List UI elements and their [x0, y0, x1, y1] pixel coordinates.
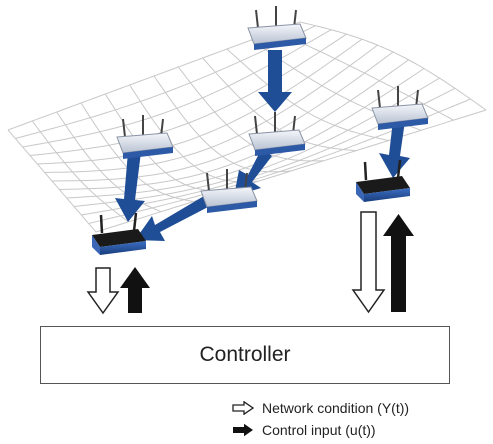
mesh-line: [299, 21, 487, 111]
feedback-arrows-right: [351, 211, 414, 314]
mesh-line: [59, 59, 409, 190]
routing-arrow: [379, 120, 410, 178]
routing-arrow: [258, 50, 292, 112]
mesh-line: [7, 21, 301, 131]
mesh-line: [226, 48, 389, 141]
router-left: [116, 115, 174, 159]
router-top: [247, 6, 307, 50]
routing-arrow: [234, 148, 272, 196]
hollow-arrow-icon: [232, 401, 254, 415]
routing-arrow: [135, 196, 210, 241]
mesh-line: [51, 51, 394, 182]
mesh-line: [29, 33, 347, 156]
control-input-arrow: [383, 214, 414, 312]
feedback-arrows-left: [86, 267, 150, 315]
network-condition-arrow: [351, 211, 386, 314]
mesh-line: [15, 25, 316, 139]
legend-label-network-condition: Network condition (Y(t)): [262, 400, 410, 416]
base-station-right: [356, 159, 410, 202]
legend-label-control-input: Control input (u(t)): [262, 422, 376, 438]
filled-arrow-icon: [232, 423, 254, 437]
controller-label: Controller: [199, 343, 291, 366]
legend: Network condition (Y(t)) Control input (…: [232, 397, 490, 441]
legend-item-network-condition: Network condition (Y(t)): [232, 397, 490, 419]
controller-box: Controller: [40, 326, 450, 384]
legend-item-control-input: Control input (u(t)): [232, 419, 490, 441]
mesh-line: [37, 38, 363, 165]
routing-arrows: [115, 50, 410, 241]
mesh-line: [95, 109, 487, 233]
router-center: [200, 169, 258, 213]
router-right: [371, 86, 429, 130]
base-station-left: [92, 212, 146, 255]
network-condition-arrow: [86, 267, 120, 315]
mesh-line: [44, 44, 378, 173]
control-input-arrow: [120, 267, 150, 313]
routing-arrow: [115, 152, 145, 222]
router-middle: [248, 112, 306, 156]
